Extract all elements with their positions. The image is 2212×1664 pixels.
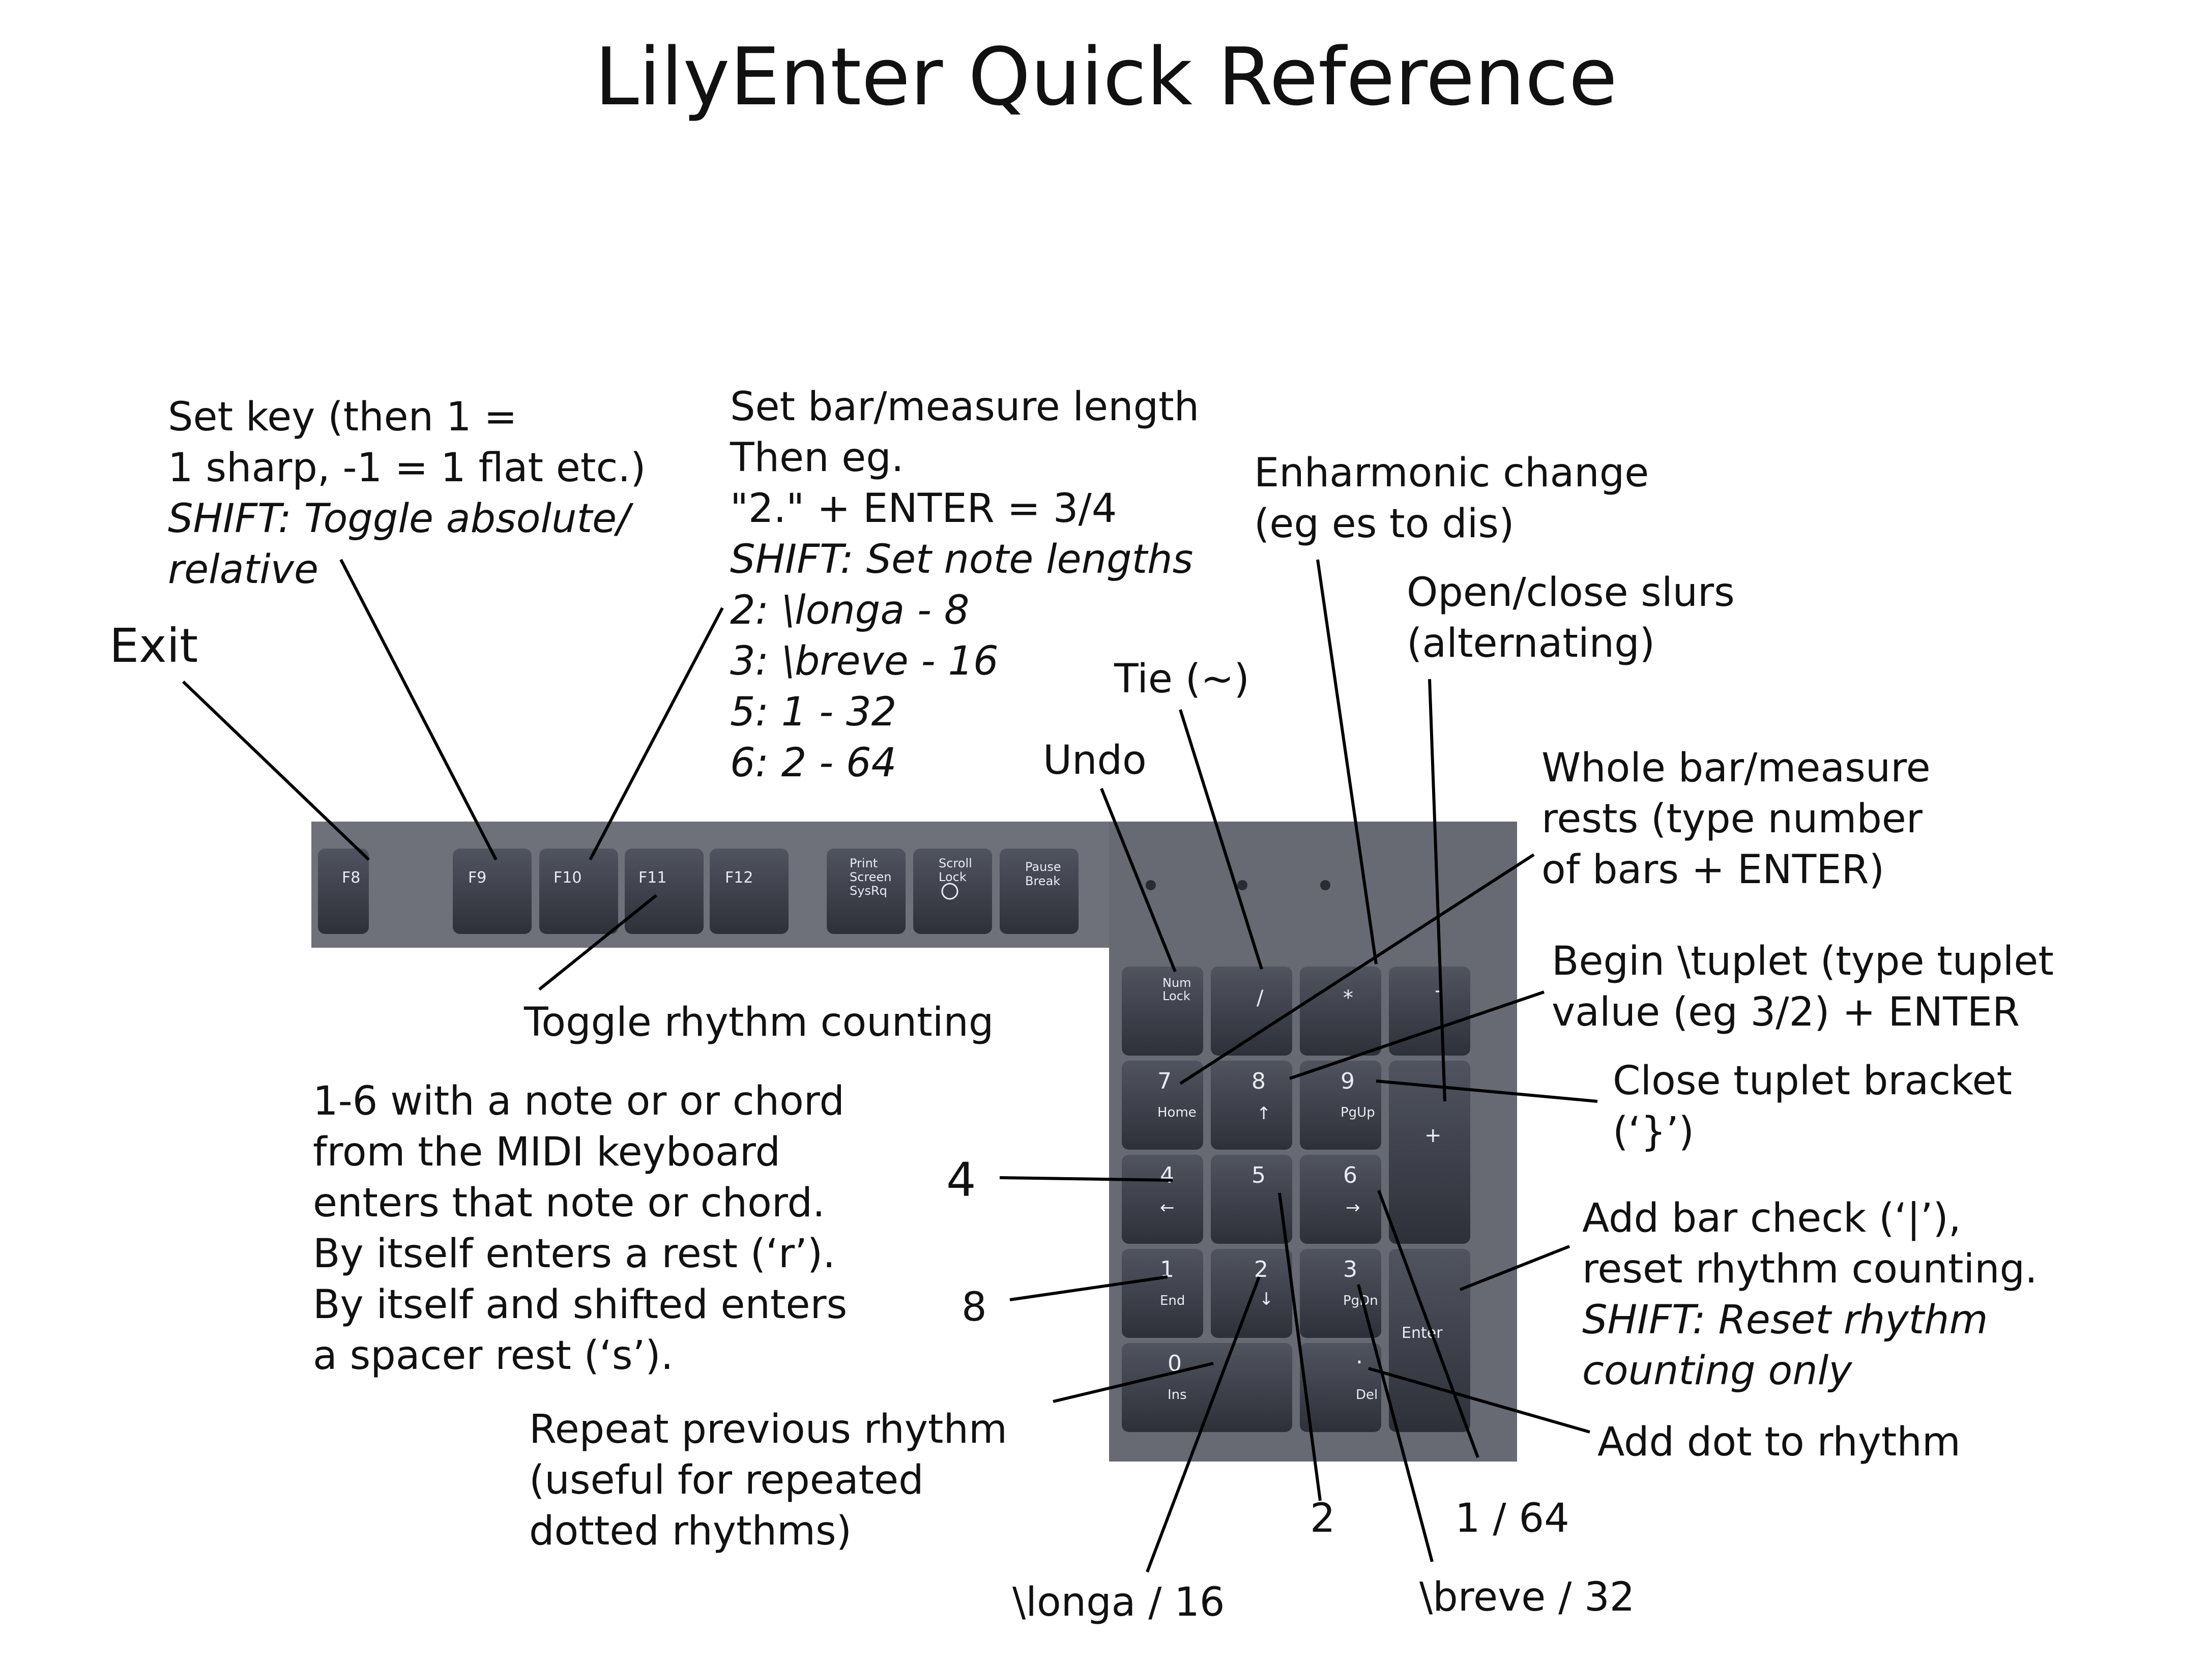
svg-text:Ins: Ins xyxy=(1168,1387,1187,1403)
svg-text:2: 2 xyxy=(1254,1257,1268,1282)
undo-label: Undo xyxy=(1043,738,1147,783)
key-f11[interactable]: F11 xyxy=(625,849,704,934)
svg-text:F8: F8 xyxy=(342,869,360,887)
svg-text:*: * xyxy=(1343,986,1353,1010)
key-print-screen[interactable]: Print Screen SysRq xyxy=(827,849,906,934)
svg-text:→: → xyxy=(1346,1198,1360,1218)
svg-text:F9: F9 xyxy=(468,869,486,887)
toggle-rhythm-label: Toggle rhythm counting xyxy=(524,1000,994,1045)
key-plus[interactable]: + xyxy=(1389,1061,1470,1244)
svg-text:.: . xyxy=(1356,1343,1363,1369)
whole-bar-rests-label: Whole bar/measure rests (type number of … xyxy=(1541,745,1931,893)
breve-32-label: \breve / 32 xyxy=(1419,1574,1635,1620)
two-label: 2 xyxy=(1310,1496,1335,1541)
led-indicator xyxy=(1320,880,1330,890)
svg-text:Scroll: Scroll xyxy=(939,856,972,870)
key-f9[interactable]: F9 xyxy=(453,849,532,934)
key-f10[interactable]: F10 xyxy=(539,849,618,934)
midi-info-label: 1-6 with a note or or chord from the MID… xyxy=(313,1078,848,1379)
svg-text:F10: F10 xyxy=(554,869,581,887)
longa-16-label: \longa / 16 xyxy=(1012,1580,1225,1625)
svg-text:↑: ↑ xyxy=(1257,1103,1271,1124)
eight-label: 8 xyxy=(962,1285,987,1330)
led-indicator xyxy=(1237,880,1247,890)
key-9-pgup[interactable]: 9 PgUp xyxy=(1300,1061,1381,1150)
svg-text:Pause: Pause xyxy=(1025,860,1061,874)
svg-text:Print: Print xyxy=(850,856,878,870)
svg-text:End: End xyxy=(1160,1293,1185,1308)
svg-text:F11: F11 xyxy=(638,869,666,887)
one-64-label: 1 / 64 xyxy=(1455,1496,1569,1541)
key-0-ins[interactable]: 0 Ins xyxy=(1122,1343,1292,1432)
svg-text:5: 5 xyxy=(1251,1162,1266,1188)
svg-text:6: 6 xyxy=(1343,1162,1357,1188)
tuplet-label: Begin \tuplet (type tuplet value (eg 3/2… xyxy=(1552,939,2054,1035)
svg-text:Num: Num xyxy=(1162,976,1191,990)
key-divide[interactable]: / xyxy=(1211,967,1292,1056)
set-key-label: Set key (then 1 = 1 sharp, -1 = 1 flat e… xyxy=(168,394,646,593)
key-4-left[interactable]: 4 ← xyxy=(1122,1155,1203,1244)
svg-text:9: 9 xyxy=(1341,1068,1355,1094)
svg-text:7: 7 xyxy=(1157,1068,1172,1094)
key-scroll-lock[interactable]: Scroll Lock xyxy=(913,849,992,934)
bar-check-label: Add bar check (‘|’), reset rhythm counti… xyxy=(1582,1195,2038,1394)
key-6-right[interactable]: 6 → xyxy=(1300,1155,1381,1244)
repeat-rhythm-label: Repeat previous rhythm (useful for repea… xyxy=(529,1407,1007,1554)
key-8-up[interactable]: 8 ↑ xyxy=(1211,1061,1292,1150)
svg-text:4: 4 xyxy=(1160,1162,1174,1188)
key-5[interactable]: 5 xyxy=(1211,1155,1292,1244)
svg-text:F12: F12 xyxy=(725,869,753,887)
svg-text:3: 3 xyxy=(1343,1257,1357,1282)
key-pause-break[interactable]: Pause Break xyxy=(1000,849,1079,934)
bar-length-label: Set bar/measure length Then eg. "2." + E… xyxy=(730,384,1200,786)
svg-text:Lock: Lock xyxy=(939,870,967,884)
scroll-lock-icon xyxy=(941,883,958,900)
svg-text:Screen: Screen xyxy=(850,870,892,884)
key-7-home[interactable]: 7 Home xyxy=(1122,1061,1203,1150)
key-f12[interactable]: F12 xyxy=(710,849,789,934)
svg-text:/: / xyxy=(1257,986,1264,1010)
tie-label: Tie (~) xyxy=(1114,656,1249,702)
led-indicator xyxy=(1146,880,1156,890)
svg-text:Break: Break xyxy=(1025,874,1060,888)
enharmonic-label: Enharmonic change (eg es to dis) xyxy=(1254,450,1649,547)
key-3-pgdn[interactable]: 3 PgDn xyxy=(1300,1249,1381,1338)
svg-text:8: 8 xyxy=(1251,1068,1266,1094)
svg-text:Del: Del xyxy=(1356,1387,1378,1403)
page-title: LilyEnter Quick Reference xyxy=(594,31,1618,123)
svg-text:Enter: Enter xyxy=(1402,1324,1443,1342)
key-f8[interactable]: F8 xyxy=(318,849,369,934)
key-minus[interactable]: - xyxy=(1389,967,1470,1056)
key-dot-del[interactable]: . Del xyxy=(1300,1343,1381,1432)
key-multiply[interactable]: * xyxy=(1300,967,1381,1056)
slurs-label: Open/close slurs (alternating) xyxy=(1407,570,1735,666)
leader-lines xyxy=(182,559,1598,1573)
exit-label: Exit xyxy=(109,619,198,673)
svg-text:←: ← xyxy=(1160,1198,1175,1218)
svg-text:Home: Home xyxy=(1157,1105,1197,1120)
svg-text:SysRq: SysRq xyxy=(850,884,887,898)
key-num-lock[interactable]: Num Lock xyxy=(1122,967,1203,1056)
svg-text:+: + xyxy=(1424,1124,1442,1147)
add-dot-label: Add dot to rhythm xyxy=(1597,1419,1961,1465)
svg-text:↓: ↓ xyxy=(1259,1289,1274,1309)
close-tuplet-label: Close tuplet bracket (‘}’) xyxy=(1613,1058,2013,1155)
key-1-end[interactable]: 1 End xyxy=(1122,1249,1203,1338)
four-label: 4 xyxy=(946,1153,976,1207)
svg-text:Lock: Lock xyxy=(1162,989,1190,1003)
svg-text:PgUp: PgUp xyxy=(1341,1105,1375,1120)
